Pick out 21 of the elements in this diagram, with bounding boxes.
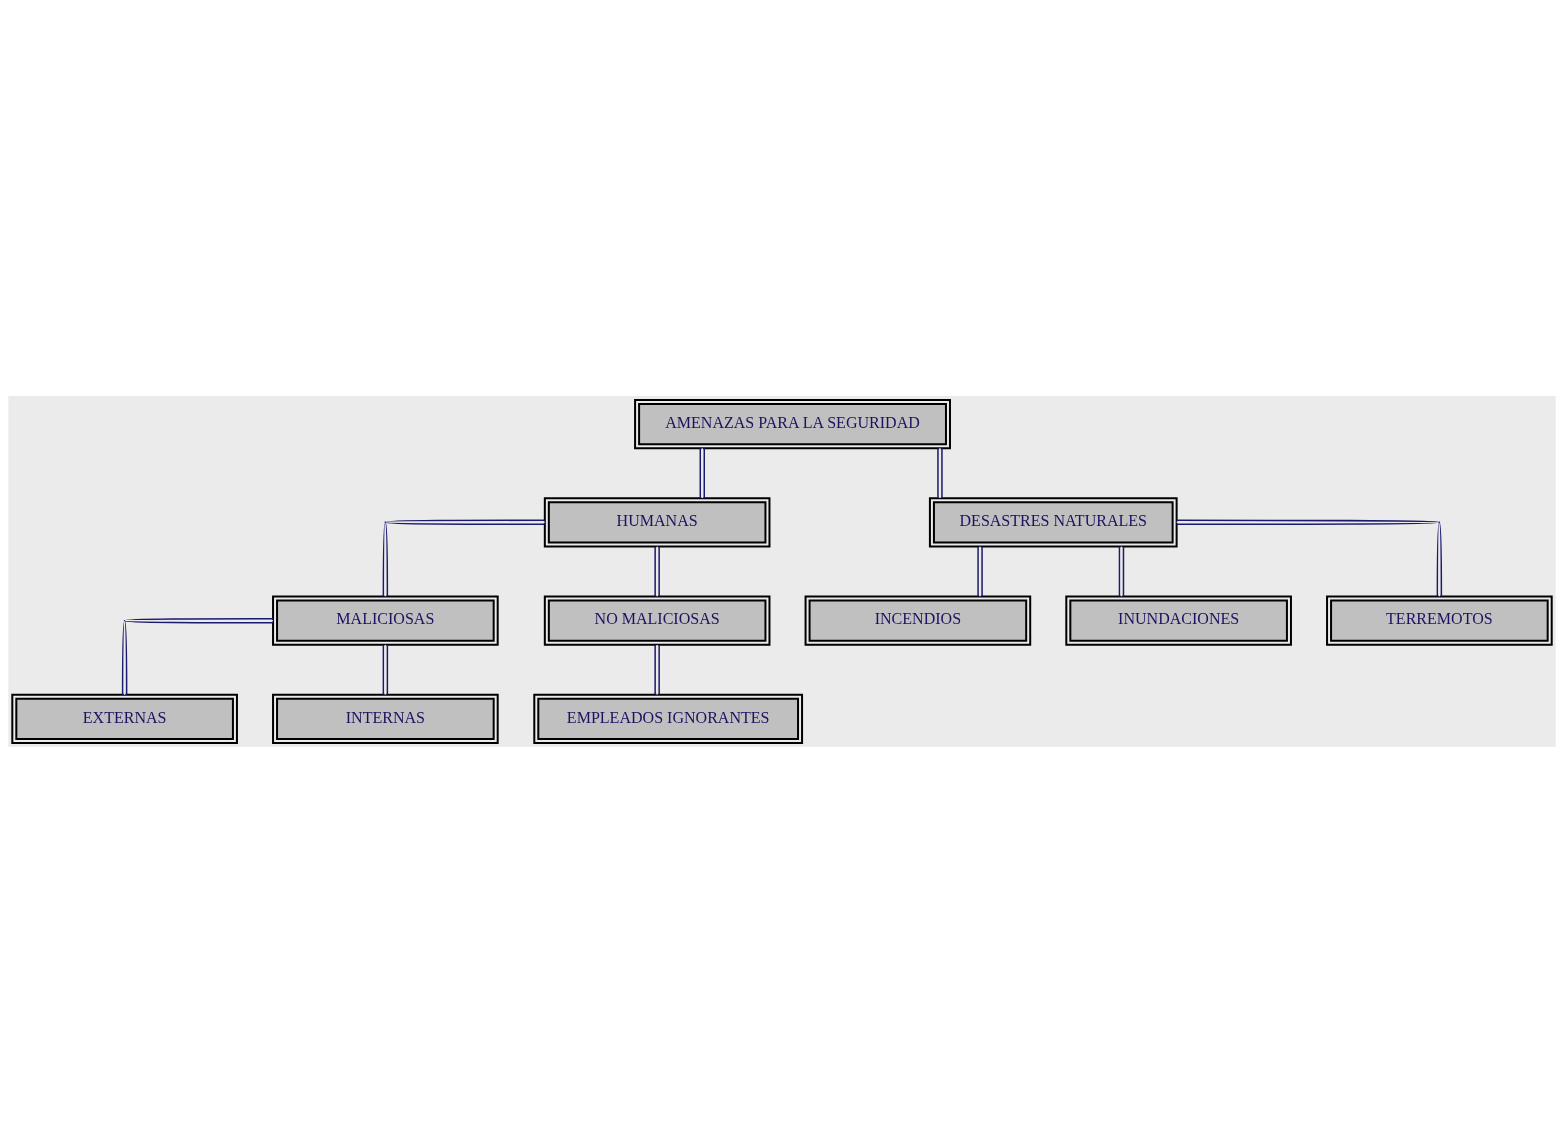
connector	[937, 447, 943, 499]
connector	[654, 643, 660, 695]
node-box: TERREMOTOS	[1326, 595, 1553, 646]
connector	[654, 545, 660, 597]
node-box: AMENAZAS PARA LA SEGURIDAD	[634, 398, 951, 449]
connector	[1118, 545, 1125, 597]
node-box: EXTERNAS	[11, 693, 238, 744]
node-box: NO MALICIOSAS	[543, 595, 771, 646]
node-box: INUNDACIONES	[1065, 595, 1292, 646]
connector	[382, 519, 546, 597]
node-box: INCENDIOS	[804, 595, 1032, 646]
connector	[1176, 519, 1443, 597]
node-box: DESASTRES NATURALES	[928, 496, 1178, 547]
node-box: EMPLEADOS IGNORANTES	[533, 693, 804, 744]
connector	[121, 617, 274, 695]
connector	[382, 643, 389, 695]
connector	[699, 447, 706, 499]
node-box: HUMANAS	[543, 496, 771, 547]
node-box: INTERNAS	[272, 693, 499, 744]
connector	[977, 545, 983, 597]
node-box: MALICIOSAS	[272, 595, 499, 646]
